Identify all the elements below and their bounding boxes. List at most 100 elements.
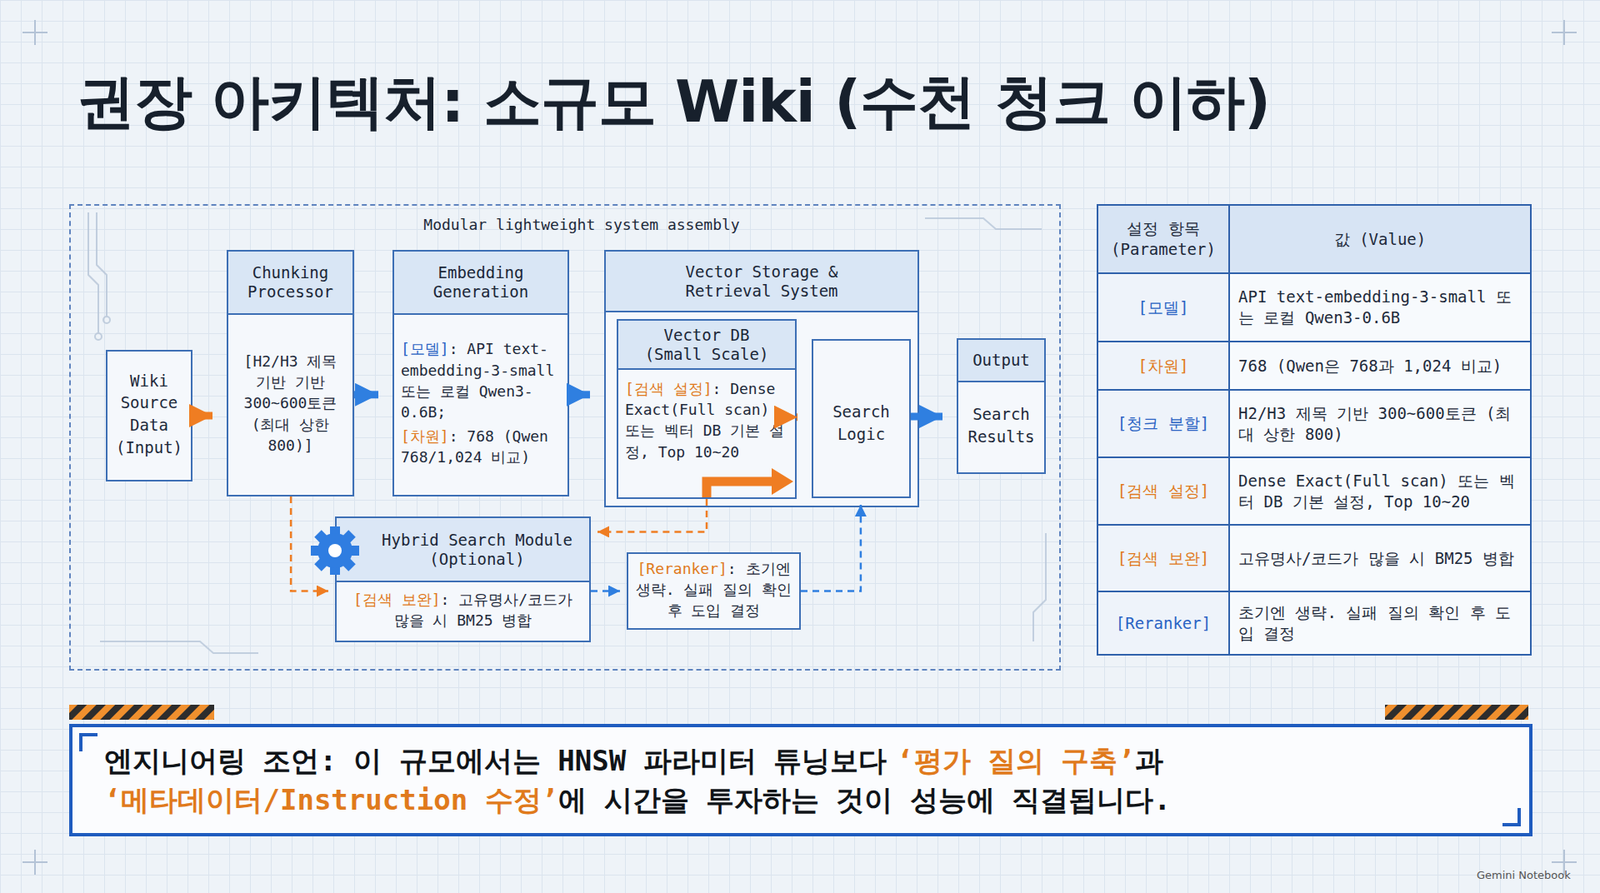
tag-text: ‘메타데이터/Instruction 수정’ xyxy=(104,783,559,817)
value-cell: 초기엔 생략. 실패 질의 확인 후 도입 결정 xyxy=(1230,592,1530,655)
param-cell: [검색 보완] xyxy=(1098,525,1229,591)
table-text: 초기엔 생략. 실패 질의 확인 후 도입 결정 xyxy=(1238,602,1522,644)
hazard-band xyxy=(1385,705,1529,720)
tag-text: [차원] xyxy=(400,427,450,445)
logic-box: Search Logic xyxy=(811,339,911,499)
circuit-dot xyxy=(95,333,102,340)
table-text: [모델] xyxy=(1138,297,1190,319)
table-text: API text-embedding-3-small 또는 로컬 Qwen3-0… xyxy=(1238,286,1522,328)
output-box: OutputSearch Results xyxy=(956,338,1046,475)
box-body: 엔지니어링 조언: 이 규모에서는 HNSW 파라미터 튜닝보다‘평가 질의 구… xyxy=(72,727,1530,834)
text-group: Wiki Source Data (Input) xyxy=(114,370,185,459)
header-text: Hybrid Search Module (Optional) xyxy=(370,530,585,570)
circuit-line xyxy=(925,218,1042,230)
dashed-arrow xyxy=(800,505,861,592)
table-text: [검색 보완] xyxy=(1117,548,1210,570)
tag-text: [검색 설정] xyxy=(625,380,713,398)
value-cell: API text-embedding-3-small 또는 로컬 Qwen3-0… xyxy=(1230,274,1530,341)
box-header: Embedding Generation xyxy=(394,251,568,315)
table-text: 768 (Qwen은 768과 1,024 비교) xyxy=(1238,355,1502,377)
param-cell: [Reranker] xyxy=(1098,592,1229,655)
text-group: Search Results xyxy=(965,403,1038,448)
box-body: Wiki Source Data (Input) xyxy=(107,351,191,480)
process-box: Chunking Processor [H2/H3 제목 기반 기반 300~60… xyxy=(226,250,355,497)
gear-tooth xyxy=(314,555,330,571)
circuit-line xyxy=(1033,533,1046,642)
note-box: [Reranker]: 초기엔 생략. 실패 질의 확인 후 도입 결정 xyxy=(626,552,801,630)
gear-tooth xyxy=(347,545,360,556)
table-text: Dense Exact(Full scan) 또는 벡터 DB 기본 설정, T… xyxy=(1238,470,1522,512)
gear-tooth xyxy=(314,530,330,545)
circuit-lines xyxy=(88,212,1046,654)
text-group: [검색 보완]: 고유명사/코드가 많을 시 BM25 병합 xyxy=(343,589,583,631)
corner-bracket xyxy=(80,735,98,752)
dashed-arrow xyxy=(597,499,707,532)
database-box: Vector DB (Small Scale) [검색 설정]: Dense Ex… xyxy=(616,319,797,500)
text-group: 엔지니어링 조언: 이 규모에서는 HNSW 파라미터 튜닝보다‘평가 질의 구… xyxy=(104,741,1498,820)
param-cell: [차원] xyxy=(1098,342,1229,390)
tag-text: [Reranker] xyxy=(636,560,727,578)
value-cell: H2/H3 제목 기반 300~600토큰 (최대 상한 800) xyxy=(1230,390,1530,457)
box-body: [모델]: API text-embedding-3-small 또는 로컬 Q… xyxy=(394,315,568,495)
header-text: Chunking Processor xyxy=(233,263,348,302)
crosshair xyxy=(1551,20,1577,45)
body-text: Modular lightweight system assembly xyxy=(423,215,740,234)
box-header: Output xyxy=(958,340,1045,383)
circuit-line xyxy=(100,641,259,654)
header-text: Output xyxy=(972,350,1030,370)
param-cell: [모델] xyxy=(1098,274,1229,341)
tag-text: [검색 보완] xyxy=(353,590,441,609)
process-box: Embedding Generation [모델]: API text-embed… xyxy=(392,250,570,497)
gear-tooth xyxy=(340,555,355,571)
gear-tooth xyxy=(330,526,340,539)
page-title: 권장 아키텍처: 소규모 Wiki (수천 청크 이하) xyxy=(76,63,1270,142)
system-box: Vector Storage & Retrieval SystemVector … xyxy=(604,250,920,508)
gear-icon xyxy=(310,526,360,575)
box-body: [H2/H3 제목 기반 기반 300~600토큰 (최대 상한 800)] xyxy=(228,315,353,495)
text-group: [Reranker]: 초기엔 생략. 실패 질의 확인 후 도입 결정 xyxy=(635,558,793,622)
gear-body xyxy=(317,533,353,569)
box-body: Search Logic xyxy=(813,340,910,497)
table-text: [Reranker] xyxy=(1115,613,1211,635)
flow-arrow xyxy=(192,412,213,420)
body-text: 엔지니어링 조언: 이 규모에서는 HNSW 파라미터 튜닝보다 xyxy=(104,744,887,778)
circuit-line xyxy=(96,212,107,317)
table-header-cell: 값 (Value) xyxy=(1230,205,1530,273)
gear-tooth xyxy=(340,530,355,545)
table-text: 값 (Value) xyxy=(1334,229,1427,250)
hazard-band xyxy=(69,705,215,720)
box-body: [검색 보완]: 고유명사/코드가 많을 시 BM25 병합 xyxy=(336,582,590,641)
box-body: [Reranker]: 초기엔 생략. 실패 질의 확인 후 도입 결정 xyxy=(628,554,800,629)
advice-box: 엔지니어링 조언: 이 규모에서는 HNSW 파라미터 튜닝보다‘평가 질의 구… xyxy=(69,724,1533,837)
box-header: Vector DB (Small Scale) xyxy=(618,320,795,370)
box-body: Search Results xyxy=(958,382,1045,473)
gear-hole xyxy=(328,544,342,558)
table-text: 고유명사/코드가 많을 시 BM25 병합 xyxy=(1238,548,1515,570)
flow-arrow xyxy=(796,413,798,421)
flow-arrow xyxy=(354,390,379,399)
table-text: [차원] xyxy=(1138,355,1190,377)
dashed-arrow xyxy=(590,590,620,593)
param-cell: [청크 분할] xyxy=(1098,390,1229,457)
value-cell: 768 (Qwen은 768과 1,024 비교) xyxy=(1230,342,1530,390)
bent-arrow-head xyxy=(771,468,794,495)
text-group: [모델]: API text-embedding-3-small 또는 로컬 Q… xyxy=(400,338,561,423)
text-group: [검색 설정]: Dense Exact(Full scan) 또는 벡터 DB… xyxy=(625,378,789,463)
table-text: [청크 분할] xyxy=(1117,413,1210,435)
body-text: Search Logic xyxy=(832,402,890,444)
param-cell: [검색 설정] xyxy=(1098,458,1229,525)
body-text: [H2/H3 제목 기반 기반 300~600토큰 (최대 상한 800)] xyxy=(244,352,338,455)
flow-arrow xyxy=(910,413,943,421)
box-header: Vector Storage & Retrieval System xyxy=(605,251,918,313)
bent-arrow-body xyxy=(706,481,775,498)
header-text: Embedding Generation xyxy=(399,263,563,302)
corner-bracket xyxy=(1502,808,1520,825)
crosshair xyxy=(22,20,48,45)
bent-arrow xyxy=(706,468,794,498)
body-text: Wiki Source Data (Input) xyxy=(115,371,183,457)
watermark: Gemini Notebook xyxy=(1476,869,1571,882)
settings-table: 설정 항목 (Parameter)값 (Value)[모델]API text-e… xyxy=(1096,204,1532,656)
group-frame: Modular lightweight system assemblyWiki … xyxy=(69,204,1061,671)
text-group: [차원]: 768 (Qwen 768/1,024 비교) xyxy=(400,425,561,468)
